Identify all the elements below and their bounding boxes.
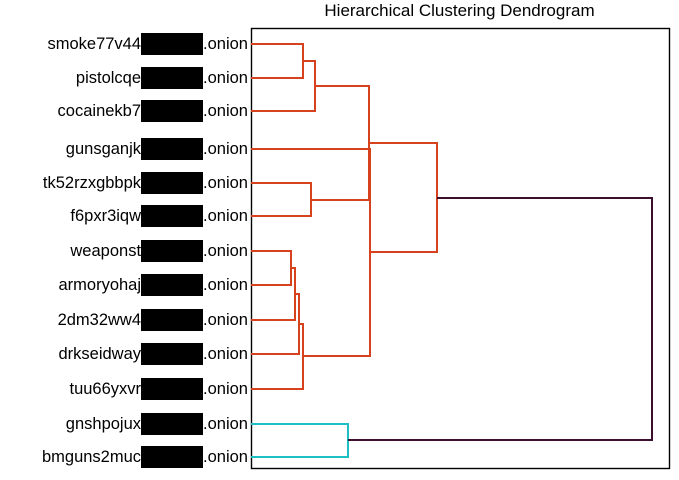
dendrogram-link-n0 bbox=[251, 43, 304, 79]
dendrogram-link-n3 bbox=[311, 85, 370, 201]
leaf-label-prefix: f6pxr3iqw bbox=[70, 207, 142, 225]
redaction-bar-icon bbox=[141, 446, 204, 468]
leaf-label-prefix: gnshpojux bbox=[65, 415, 142, 433]
leaf-label: bmguns2muc .onion bbox=[42, 446, 248, 468]
leaf-label: smoke77v44 .onion bbox=[47, 33, 248, 55]
leaf-label: 2dm32ww4 .onion bbox=[58, 309, 248, 331]
redaction-bar-icon bbox=[141, 100, 204, 122]
redaction-bar-icon bbox=[141, 343, 204, 365]
leaf-label-suffix: .onion bbox=[203, 140, 248, 158]
dendrogram-link-n1 bbox=[251, 60, 316, 112]
leaf-label-prefix: tuu66yxvr bbox=[69, 380, 142, 398]
leaf-label-suffix: .onion bbox=[203, 69, 248, 87]
redaction-bar-icon bbox=[141, 240, 204, 262]
leaf-label-prefix: 2dm32ww4 bbox=[57, 311, 142, 329]
leaf-label-prefix: weaponst bbox=[70, 242, 142, 260]
leaf-label-suffix: .onion bbox=[203, 345, 248, 363]
redaction-bar-icon bbox=[141, 138, 204, 160]
redaction-bar-icon bbox=[141, 67, 204, 89]
dendrogram-link-n11 bbox=[348, 197, 653, 441]
dendrogram-link-n9 bbox=[369, 142, 438, 253]
dendrogram-link-n6 bbox=[251, 293, 300, 355]
leaf-label: tuu66yxvr .onion bbox=[69, 378, 248, 400]
page-title: Hierarchical Clustering Dendrogram bbox=[324, 1, 595, 20]
leaf-label: cocainekb7 .onion bbox=[58, 100, 248, 122]
leaf-label-suffix: .onion bbox=[203, 207, 248, 225]
leaf-label-suffix: .onion bbox=[203, 242, 248, 260]
redaction-bar-icon bbox=[141, 205, 204, 227]
leaf-label-suffix: .onion bbox=[203, 102, 248, 120]
redaction-bar-icon bbox=[141, 274, 204, 296]
redaction-bar-icon bbox=[141, 172, 204, 194]
dendrogram-link-n2 bbox=[251, 182, 312, 217]
leaf-label: armoryohaj .onion bbox=[58, 274, 248, 296]
leaf-label-suffix: .onion bbox=[203, 276, 248, 294]
leaf-label-suffix: .onion bbox=[203, 35, 248, 53]
leaf-label: f6pxr3iqw .onion bbox=[70, 205, 248, 227]
leaf-label: pistolcqe .onion bbox=[76, 67, 248, 89]
dendrogram-link-n5 bbox=[251, 267, 296, 321]
leaf-label-prefix: cocainekb7 bbox=[57, 102, 142, 120]
redaction-bar-icon bbox=[141, 413, 204, 435]
redaction-bar-icon bbox=[141, 33, 204, 55]
leaf-label-suffix: .onion bbox=[203, 311, 248, 329]
leaf-label-prefix: armoryohaj bbox=[58, 276, 142, 294]
leaf-label-prefix: drkseidway bbox=[58, 345, 142, 363]
redaction-bar-icon bbox=[141, 309, 204, 331]
leaf-label-suffix: .onion bbox=[203, 448, 248, 466]
redaction-bar-icon bbox=[141, 378, 204, 400]
leaf-label-prefix: gunsganjk bbox=[65, 140, 142, 158]
leaf-label-suffix: .onion bbox=[203, 380, 248, 398]
leaf-label-prefix: pistolcqe bbox=[75, 69, 142, 87]
axes-frame bbox=[250, 27, 671, 470]
dendrogram-link-n10 bbox=[251, 423, 349, 458]
leaf-label: tk52rzxgbbpk .onion bbox=[43, 172, 248, 194]
leaf-label-prefix: smoke77v44 bbox=[47, 35, 142, 53]
leaf-label-suffix: .onion bbox=[203, 174, 248, 192]
dendrogram-link-n7 bbox=[251, 323, 304, 390]
leaf-label-prefix: tk52rzxgbbpk bbox=[42, 174, 142, 192]
dendrogram-link-n8 bbox=[251, 148, 371, 357]
dendrogram-link-n4 bbox=[251, 250, 292, 286]
leaf-label: drkseidway .onion bbox=[58, 343, 248, 365]
leaf-label-suffix: .onion bbox=[203, 415, 248, 433]
leaf-label-prefix: bmguns2muc bbox=[41, 448, 142, 466]
leaf-label: weaponst .onion bbox=[70, 240, 248, 262]
leaf-label: gunsganjk .onion bbox=[66, 138, 248, 160]
leaf-label: gnshpojux .onion bbox=[66, 413, 248, 435]
